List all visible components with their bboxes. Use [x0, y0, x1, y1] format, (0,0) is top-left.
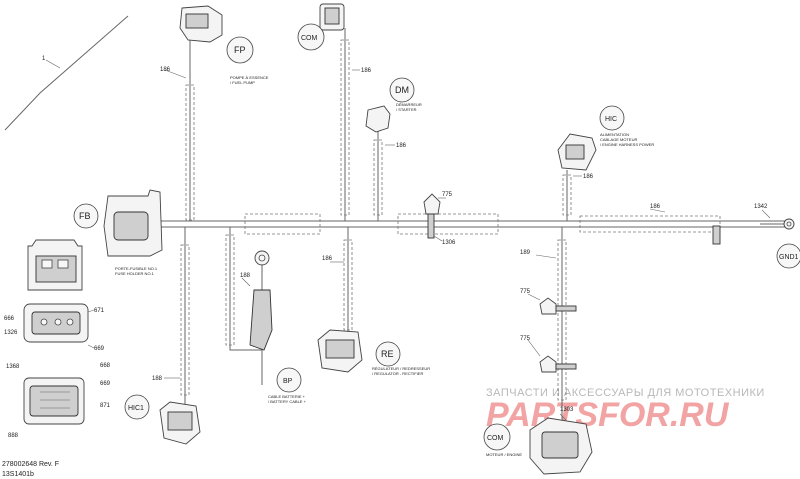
callout-gnd1-circle — [776, 243, 800, 269]
part-186-fp: 186 — [160, 67, 171, 73]
fuel-pump-branch: 186 FP POMPE À ESSENCE / FUEL PUMP — [160, 5, 269, 221]
battery-cable-branch: 188 BP CABLE BATTERIE + / BATTERY CABLE … — [225, 227, 307, 404]
hic-desc-2: CABLAGE MOTEUR — [600, 137, 637, 142]
callout-dm: DM — [395, 85, 409, 95]
hic-desc-3: / ENGINE HARNESS POWER — [600, 142, 654, 147]
engine-com-branch: 189 775 775 1303 COM MOTEUR / ENGINE — [483, 227, 593, 475]
part-1303: 1303 — [560, 407, 574, 413]
callout-1: 1 — [42, 56, 46, 62]
re-desc-2: / REGULATOR - RECTIFIER — [372, 371, 424, 376]
part-188-hic1: 188 — [152, 376, 163, 382]
ground-branch: 186 1342 GND1 — [649, 204, 800, 269]
starter-connector — [365, 105, 391, 133]
callout-hic-circle — [599, 105, 625, 131]
part-775-low: 775 — [520, 336, 531, 342]
watermark-logo: PARTSFOR.RU — [486, 396, 730, 434]
part-186-dm: 186 — [396, 143, 407, 149]
part-188: 188 — [240, 273, 251, 279]
part-666: 666 — [4, 316, 15, 322]
connector-block — [712, 225, 721, 245]
callout-com-top: COM — [301, 35, 318, 42]
callout-com-bottom-circle — [483, 423, 511, 451]
hic-branch: HIC ALIMENTATION CABLAGE MOTEUR / ENGINE… — [557, 105, 654, 221]
watermark: ЗАПЧАСТИ И АКСЕССУАРЫ ДЛЯ МОТОТЕХНИКИ PA… — [486, 387, 765, 434]
part-1368: 1368 — [6, 364, 20, 370]
com-top-branch: COM 186 — [297, 3, 372, 221]
callout-fb-circle — [73, 203, 99, 229]
fuse-holder-branch: FB PORTE-FUSIBLE NO.1 FUSE HOLDER NO.1 — [73, 189, 163, 276]
callout-fb: FB — [79, 211, 91, 221]
detail-view-connector-a: 671 666 1326 669 — [4, 303, 105, 352]
fb-desc-1: PORTE-FUSIBLE NO.1 — [115, 266, 158, 271]
drawing-code: 278002648 Rev. F — [2, 461, 59, 468]
part-775-top: 775 — [442, 192, 453, 198]
callout-fp-circle — [226, 36, 254, 64]
part-186-hic: 186 — [583, 174, 594, 180]
detail-view-fuse-block — [27, 239, 83, 291]
callout-re-circle — [375, 341, 401, 367]
callout-fp: FP — [234, 45, 246, 55]
part-186-com: 186 — [361, 68, 372, 74]
starter-branch: DM DÉMARREUR / STARTER 186 — [365, 77, 422, 221]
battery-boot — [249, 289, 273, 351]
callout-bp-circle — [276, 367, 302, 393]
hic1-branch: HIC1 188 — [124, 227, 201, 445]
part-186-re: 186 — [322, 256, 333, 262]
part-1326: 1326 — [4, 330, 18, 336]
regulator-branch: 186 RE RÉGULATEUR / REDRESSEUR / REGULAT… — [317, 227, 430, 376]
callout-bp: BP — [283, 378, 293, 385]
watermark-text: ЗАПЧАСТИ И АКСЕССУАРЫ ДЛЯ МОТОТЕХНИКИ — [486, 387, 765, 399]
callout-re: RE — [381, 349, 394, 359]
clamp-775-mid — [539, 297, 557, 315]
part-775-mid: 775 — [520, 289, 531, 295]
harness-main-trunk — [160, 213, 790, 245]
dm-desc-2: / STARTER — [396, 107, 417, 112]
clamp-head — [423, 193, 441, 215]
fp-desc-1: POMPE À ESSENCE — [230, 75, 269, 80]
part-669-b: 669 — [100, 381, 111, 387]
bp-desc-1: CABLE BATTERIE + — [268, 394, 306, 399]
drawing-identifiers: 278002648 Rev. F 13S1401b — [2, 461, 59, 478]
drawing-sheet: 13S1401b — [2, 471, 34, 478]
clamp-775-top: 775 1306 — [423, 192, 456, 246]
callout-hic1: HIC1 — [128, 405, 144, 412]
item-1-frame: 1 — [4, 15, 129, 131]
com-desc-1: MOTEUR / ENGINE — [486, 452, 522, 457]
callout-dm-circle — [389, 77, 415, 103]
callout-hic: HIC — [605, 116, 617, 123]
part-871: 871 — [100, 403, 111, 409]
part-668: 668 — [100, 363, 111, 369]
detail-view-connector-b: 1368 668 669 871 888 — [6, 363, 111, 439]
part-669-a: 669 — [94, 346, 105, 352]
callout-hic1-circle — [124, 394, 150, 420]
part-186-gnd: 186 — [650, 204, 661, 210]
dm-desc-1: DÉMARREUR — [396, 102, 422, 107]
part-888: 888 — [8, 433, 19, 439]
hic-desc-1: ALIMENTATION — [600, 132, 629, 137]
clamp-775-low — [539, 355, 557, 373]
callout-gnd1: GND1 — [779, 254, 799, 261]
part-189: 189 — [520, 250, 531, 256]
bp-desc-2: / BATTERY CABLE + — [268, 399, 307, 404]
callout-com-top-circle — [297, 23, 325, 51]
callout-com-bottom: COM — [487, 435, 504, 442]
re-desc-1: RÉGULATEUR / REDRESSEUR — [372, 366, 430, 371]
fp-desc-2: / FUEL PUMP — [230, 80, 255, 85]
part-1342: 1342 — [754, 204, 768, 210]
fb-desc-2: FUSE HOLDER NO.1 — [115, 271, 155, 276]
part-671: 671 — [94, 308, 105, 314]
part-1306: 1306 — [442, 240, 456, 246]
